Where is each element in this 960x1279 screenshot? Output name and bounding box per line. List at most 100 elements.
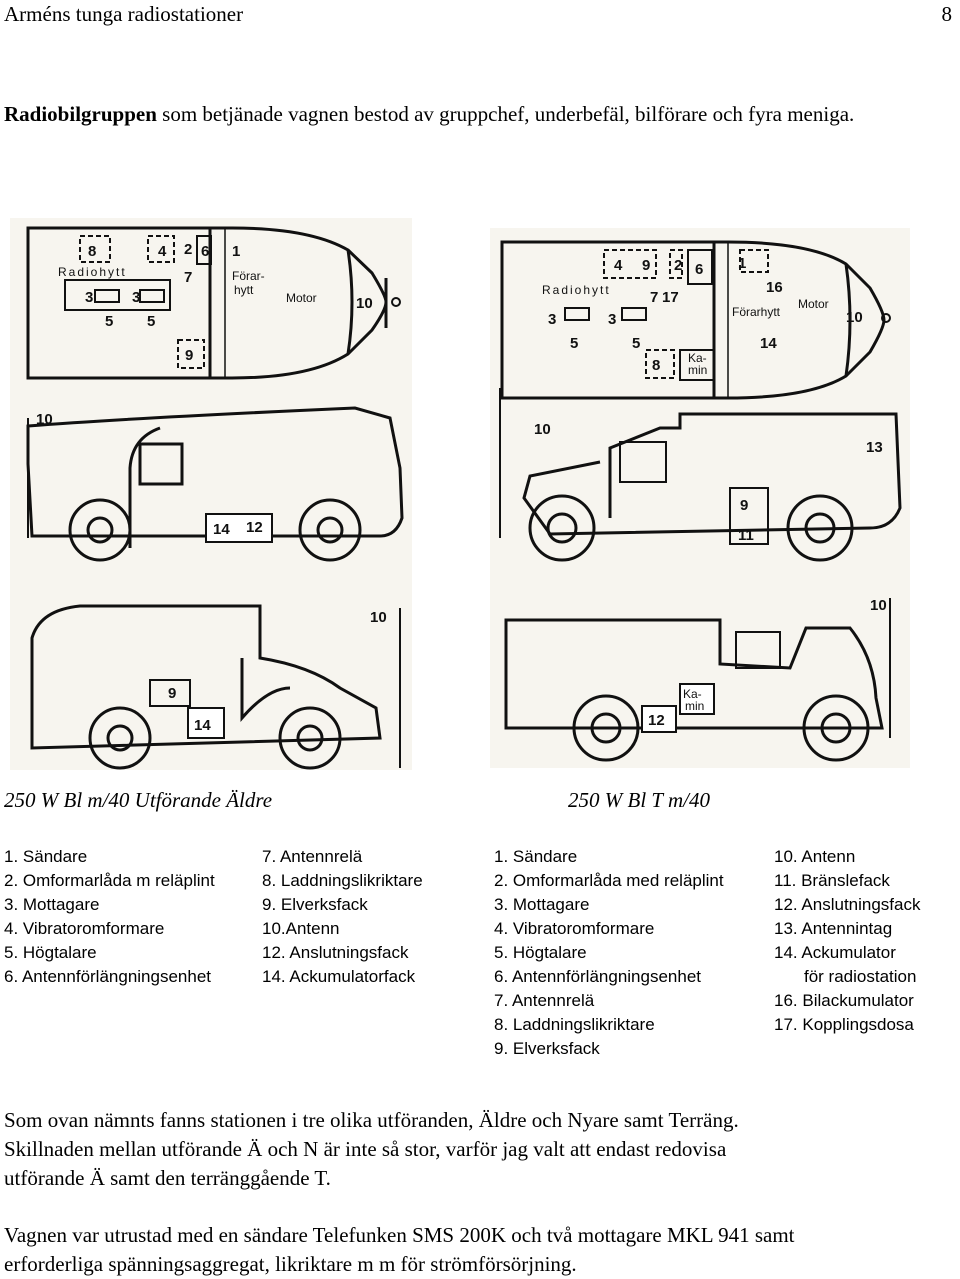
svg-text:17: 17	[662, 289, 679, 306]
paragraph-line: Skillnaden mellan utförande Ä och N är i…	[4, 1137, 727, 1161]
legend-item: 5. Högtalare	[494, 943, 587, 962]
paragraph-equipment: Vagnen var utrustad med en sändare Telef…	[4, 1221, 954, 1279]
intro-paragraph: Radiobilgruppen som betjänade vagnen bes…	[4, 100, 954, 129]
label-radiohytt-t: Radiohytt	[542, 283, 611, 297]
paragraph-line: erforderliga spänningsaggregat, likrikta…	[4, 1252, 577, 1276]
svg-text:8: 8	[652, 357, 660, 374]
svg-text:12: 12	[648, 712, 665, 729]
svg-text:6: 6	[201, 243, 209, 260]
svg-text:10: 10	[356, 295, 373, 312]
svg-text:14: 14	[760, 335, 777, 352]
caption-right: 250 W Bl T m/40	[568, 788, 710, 812]
svg-text:3: 3	[85, 289, 93, 306]
legend-item: 13. Antennintag	[774, 919, 893, 938]
svg-text:11: 11	[738, 527, 754, 544]
legend-right-col1: 1. Sändare 2. Omformarlåda med reläplint…	[494, 845, 724, 1061]
paragraph-versions: Som ovan nämnts fanns stationen i tre ol…	[4, 1106, 954, 1193]
label-kamin-b-top: min	[688, 363, 707, 377]
legend-left-col1: 1. Sändare 2. Omformarlåda m reläplint 3…	[4, 845, 215, 989]
legend-left-col2: 7. Antennrelä 8. Laddningslikriktare 9. …	[262, 845, 423, 989]
legend-item: 2. Omformarlåda m reläplint	[4, 871, 215, 890]
label-motor: Motor	[286, 291, 317, 305]
svg-text:8: 8	[88, 243, 96, 260]
svg-text:1: 1	[232, 243, 240, 260]
legend-item: 7. Antennrelä	[262, 847, 363, 866]
label-forarhytt-b: hytt	[234, 283, 254, 297]
svg-text:4: 4	[158, 243, 167, 260]
svg-text:10: 10	[846, 309, 863, 326]
legend-item: 8. Laddningslikriktare	[494, 1015, 655, 1034]
svg-text:12: 12	[246, 519, 263, 536]
paragraph-line: Som ovan nämnts fanns stationen i tre ol…	[4, 1108, 739, 1132]
svg-text:10: 10	[870, 597, 887, 614]
legend-item: 8. Laddningslikriktare	[262, 871, 423, 890]
caption-left: 250 W Bl m/40 Utförande Äldre	[4, 788, 273, 812]
svg-text:14: 14	[213, 521, 230, 538]
legend-item: 5. Högtalare	[4, 943, 97, 962]
label-kamin-b-side: min	[685, 699, 704, 713]
legend-item: 4. Vibratoromformare	[494, 919, 655, 938]
legend-item: 14. Ackumulatorfack	[262, 967, 416, 986]
page-number: 8	[941, 2, 953, 26]
intro-text: som betjänade vagnen bestod av gruppchef…	[156, 102, 855, 126]
paragraph-line: utförande Ä samt den terränggående T.	[4, 1166, 331, 1190]
svg-text:9: 9	[168, 685, 176, 702]
legend-item: 10. Antenn	[774, 847, 856, 866]
svg-text:10: 10	[534, 421, 551, 438]
legend-item: 11. Bränslefack	[774, 871, 890, 890]
legend-item: 6. Antennförlängningsenhet	[4, 967, 212, 986]
legend-item: 4. Vibratoromformare	[4, 919, 165, 938]
legend-item: 14. Ackumulator	[774, 943, 896, 962]
svg-text:1: 1	[738, 255, 746, 272]
label-kamin-a-side: Ka-	[683, 687, 702, 701]
legend-item: 3. Mottagare	[4, 895, 100, 914]
svg-text:5: 5	[632, 335, 640, 352]
svg-text:16: 16	[766, 279, 783, 296]
legend-item: 7. Antennrelä	[494, 991, 595, 1010]
svg-text:13: 13	[866, 439, 883, 456]
svg-text:9: 9	[740, 497, 748, 514]
legend-item: 1. Sändare	[494, 847, 578, 866]
legend-item: 2. Omformarlåda med reläplint	[494, 871, 724, 890]
svg-text:9: 9	[185, 347, 193, 364]
legend-right-col2: 10. Antenn 11. Bränslefack 12. Anslutnin…	[774, 845, 920, 1037]
svg-text:3: 3	[608, 311, 616, 328]
svg-text:14: 14	[194, 717, 211, 734]
paragraph-line: Vagnen var utrustad med en sändare Telef…	[4, 1223, 795, 1247]
label-forarhytt-a: Förar-	[232, 269, 265, 283]
legend-item: 10.Antenn	[262, 919, 340, 938]
legend-item: 9. Elverksfack	[262, 895, 368, 914]
legend-item: 17. Kopplingsdosa	[774, 1015, 914, 1034]
svg-text:3: 3	[132, 289, 140, 306]
svg-text:7: 7	[650, 289, 658, 306]
svg-text:10: 10	[36, 411, 53, 428]
label-motor-t: Motor	[798, 297, 829, 311]
legend-item: 12. Anslutningsfack	[774, 895, 921, 914]
svg-text:2: 2	[184, 241, 192, 258]
svg-text:10: 10	[370, 609, 387, 626]
svg-text:7: 7	[184, 269, 192, 286]
legend-item: 16. Bilackumulator	[774, 991, 914, 1010]
legend-item: 1. Sändare	[4, 847, 88, 866]
label-kamin-a-top: Ka-	[688, 351, 707, 365]
svg-text:4: 4	[614, 257, 623, 274]
legend-item: 3. Mottagare	[494, 895, 590, 914]
svg-text:6: 6	[695, 261, 703, 278]
legend-item: 12. Anslutningsfack	[262, 943, 409, 962]
svg-text:2: 2	[674, 257, 682, 274]
legend-item: 9. Elverksfack	[494, 1039, 600, 1058]
svg-text:5: 5	[105, 313, 113, 330]
svg-text:9: 9	[642, 257, 650, 274]
intro-bold: Radiobilgruppen	[4, 102, 157, 126]
label-forarhytt-t: Förarhytt	[732, 305, 781, 319]
legend-item: för radiostation	[804, 967, 917, 986]
svg-text:5: 5	[147, 313, 155, 330]
label-radiohytt: Radiohytt	[58, 265, 127, 279]
svg-text:5: 5	[570, 335, 578, 352]
page-header-title: Arméns tunga radiostationer	[4, 2, 244, 26]
legend-item: 6. Antennförlängningsenhet	[494, 967, 702, 986]
svg-text:3: 3	[548, 311, 556, 328]
